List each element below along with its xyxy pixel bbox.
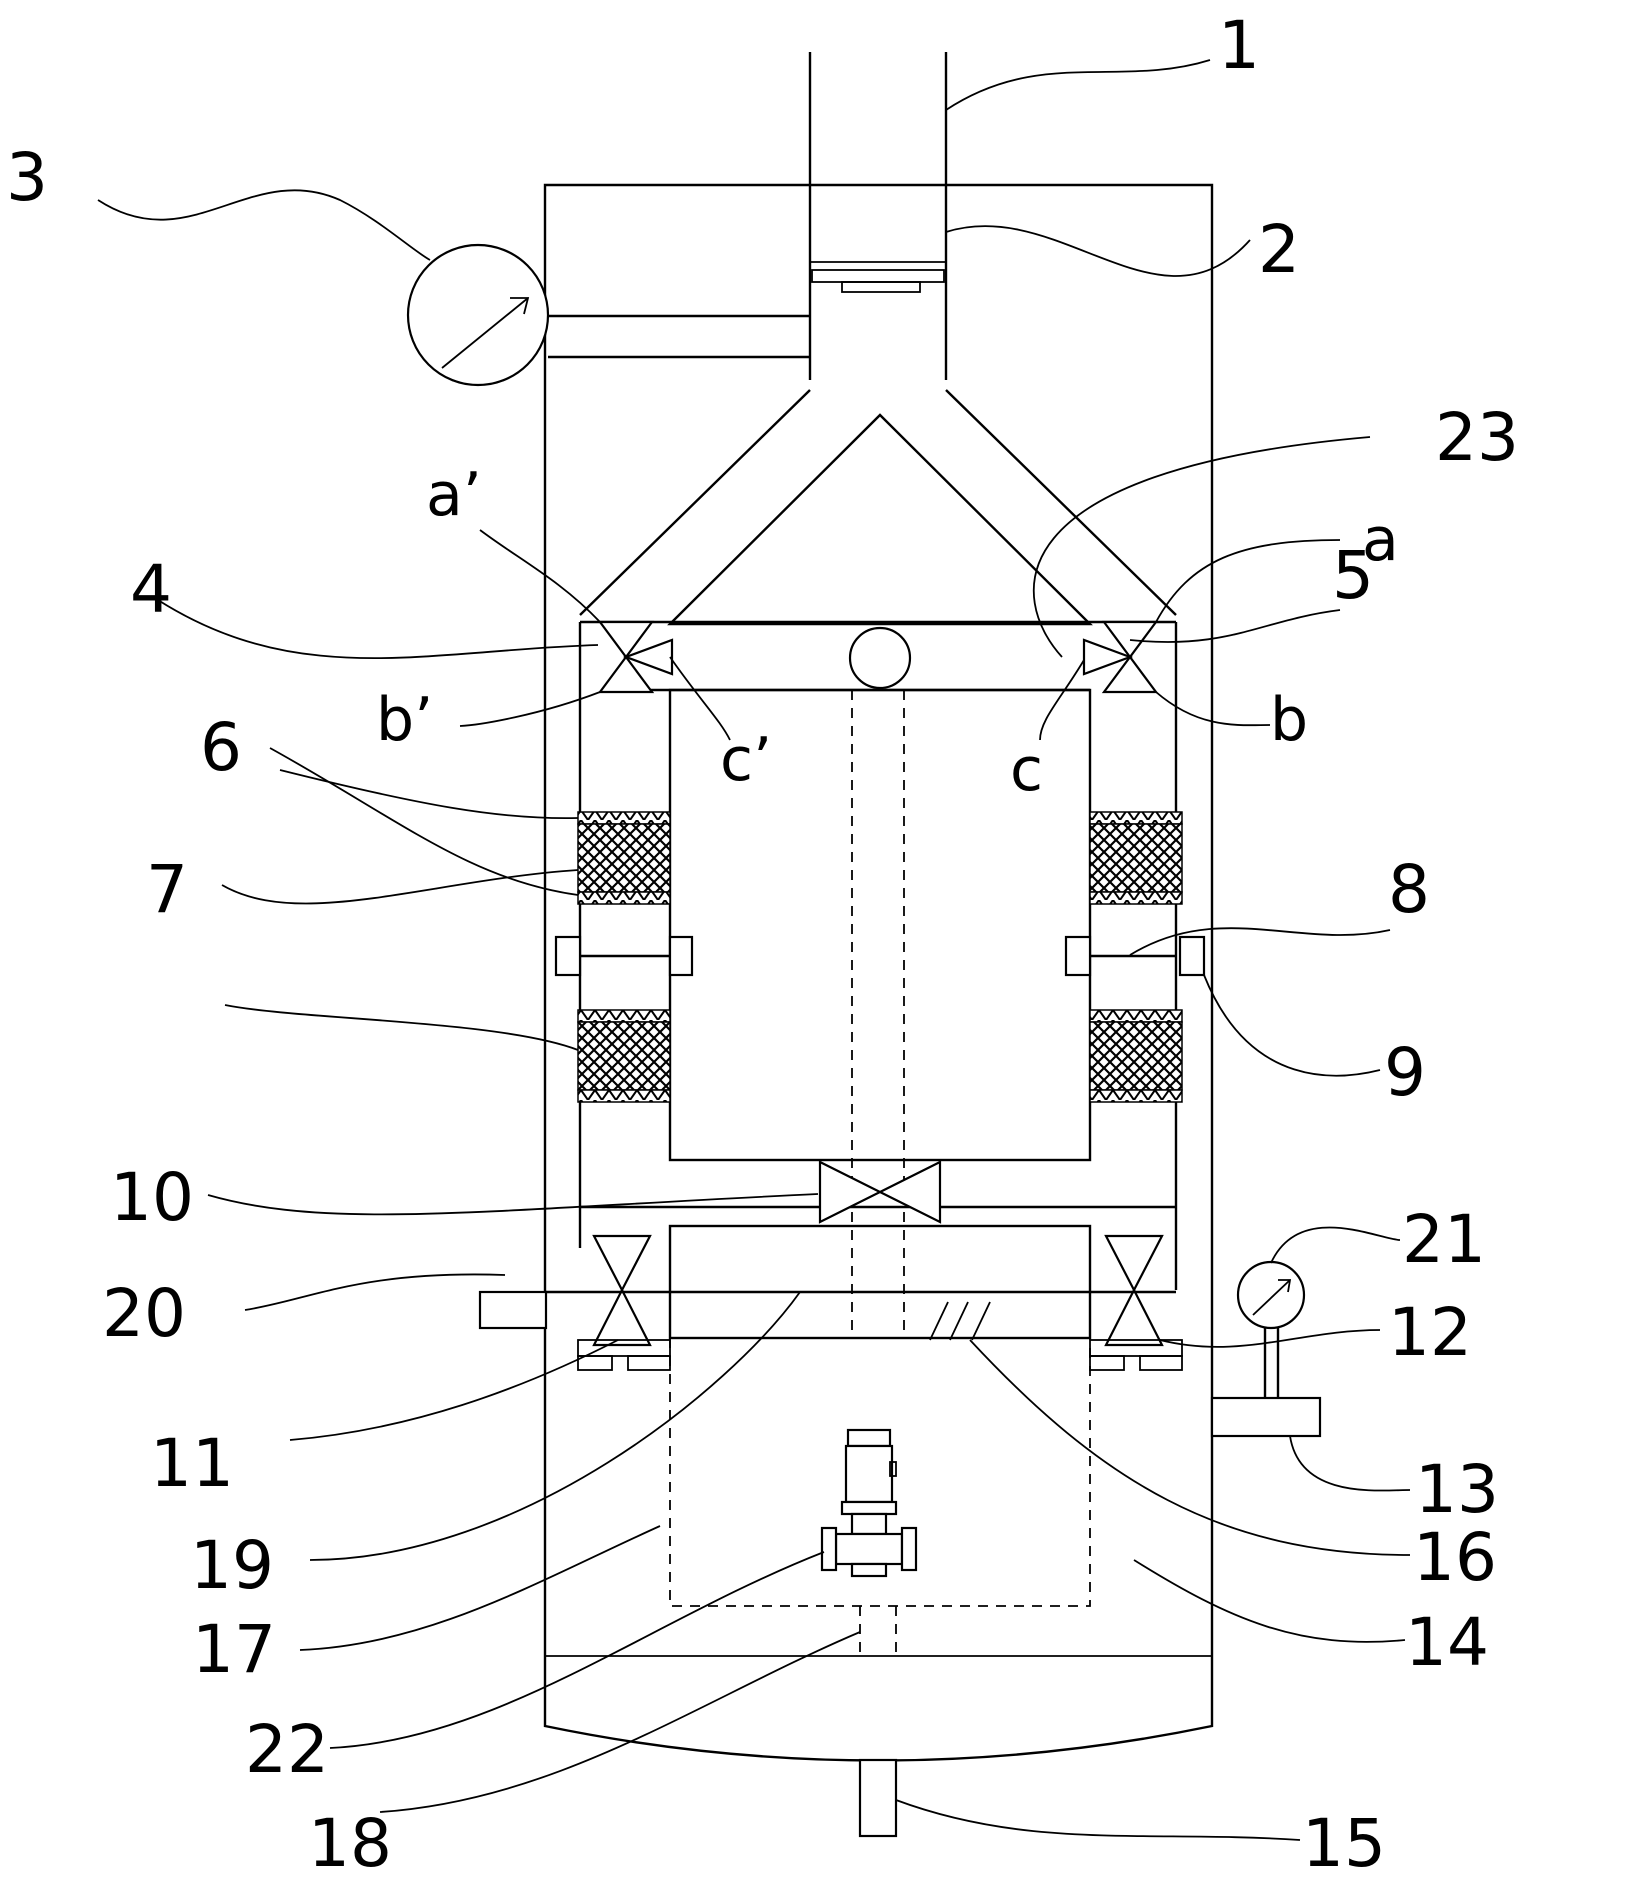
port-a: a <box>1362 505 1399 575</box>
distribution-hood <box>579 389 1177 626</box>
screen-16 <box>929 1301 991 1341</box>
callout-19: 19 <box>190 1527 274 1604</box>
callout-10: 10 <box>110 1159 194 1236</box>
drain-pipe-15 <box>858 1758 898 1838</box>
callout-15: 15 <box>1302 1805 1386 1881</box>
support-bracket-left <box>554 935 694 977</box>
filter-modules-left <box>577 811 671 1103</box>
callout-7: 7 <box>146 851 188 928</box>
port-a-prime: a’ <box>426 460 482 530</box>
callout-18: 18 <box>308 1805 392 1881</box>
valve-11 <box>592 1234 652 1347</box>
callout-5: 5 <box>1332 537 1374 614</box>
callout-23: 23 <box>1435 399 1519 476</box>
filter-modules-right <box>1089 811 1183 1103</box>
three-way-valve-5 <box>1082 620 1159 694</box>
filter-plate-lip <box>841 281 921 293</box>
callout-3: 3 <box>6 139 48 216</box>
lower-chamber <box>545 1224 1176 1340</box>
callout-20: 20 <box>102 1275 186 1352</box>
callout-22: 22 <box>245 1711 329 1788</box>
callout-6: 6 <box>200 709 242 786</box>
callout-16: 16 <box>1413 1519 1497 1596</box>
leader-lines <box>97 59 1411 1841</box>
port-b: b <box>1270 685 1308 755</box>
callout-8: 8 <box>1388 851 1430 928</box>
flow-sensor-23 <box>848 626 912 690</box>
callout-11: 11 <box>150 1425 234 1502</box>
port-c-prime: c’ <box>720 725 772 795</box>
callout-13: 13 <box>1415 1451 1499 1528</box>
callout-9: 9 <box>1384 1034 1426 1111</box>
valve-10 <box>818 1160 942 1224</box>
callout-21: 21 <box>1402 1201 1486 1278</box>
filter-plate-frame <box>811 269 945 283</box>
callout-4: 4 <box>130 551 172 628</box>
callout-12: 12 <box>1388 1294 1472 1371</box>
gauge-21 <box>1236 1260 1306 1398</box>
inlet-pipe <box>808 52 948 380</box>
three-way-valve-4 <box>597 620 674 694</box>
port-c: c <box>1010 735 1043 805</box>
callout-14: 14 <box>1405 1604 1489 1681</box>
valve-12 <box>1104 1234 1164 1347</box>
callout-2: 2 <box>1258 211 1300 288</box>
central-chamber <box>668 688 1092 1338</box>
outlet-nozzle-13 <box>1210 1396 1322 1438</box>
pump-22 <box>820 1428 918 1578</box>
callout-1: 1 <box>1218 7 1260 84</box>
callout-labels: 1 2 3 4 5 6 7 8 9 10 11 12 13 14 15 16 1… <box>6 7 1519 1881</box>
pressure-gauge-3 <box>406 243 810 387</box>
support-bracket-right <box>1064 935 1206 977</box>
port-b-prime: b’ <box>376 685 433 755</box>
deflector-cone <box>667 413 1093 626</box>
callout-17: 17 <box>192 1611 276 1688</box>
side-nozzle-20 <box>478 1290 548 1330</box>
sump-17 <box>669 1337 1091 1656</box>
